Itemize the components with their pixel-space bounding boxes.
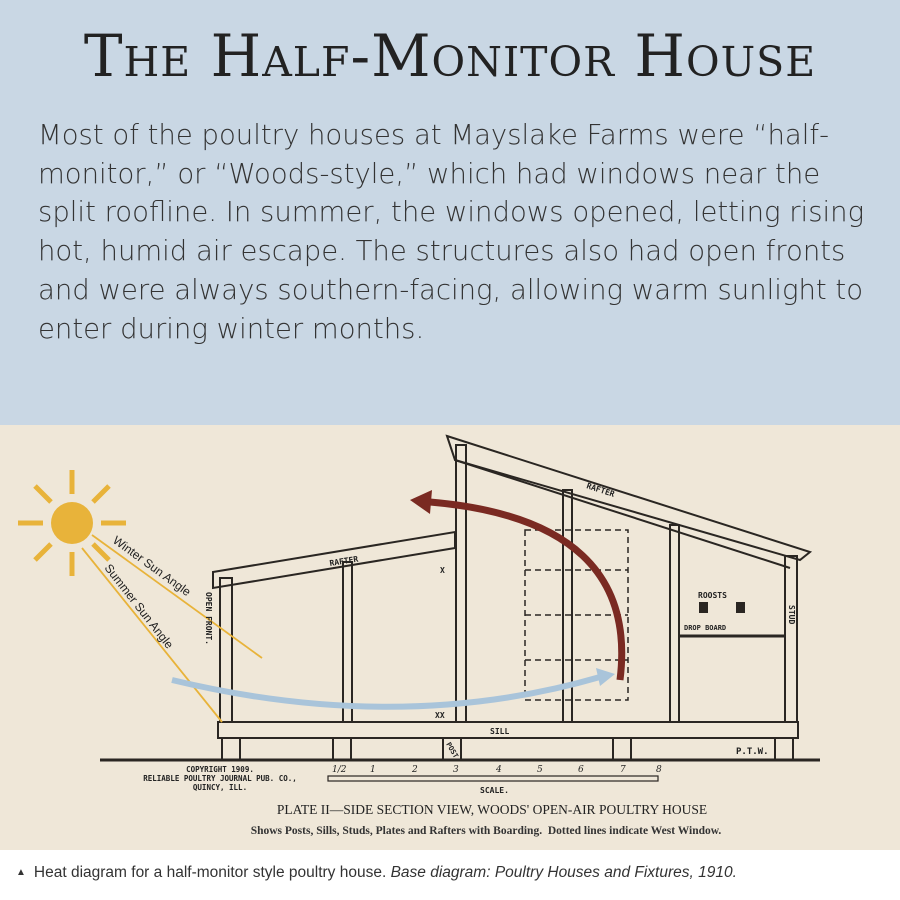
figure-caption: ▲ Heat diagram for a half-monitor style p…: [16, 864, 737, 882]
cool-air-arrow: [171, 674, 601, 710]
sill-label: SILL: [490, 727, 509, 736]
scale-tick-label: 4: [495, 765, 502, 775]
scale-tick-label: 5: [537, 765, 543, 775]
post-label: POST: [444, 741, 459, 760]
roosts-label: ROOSTS: [698, 591, 727, 600]
scale-tick-label: 2: [411, 765, 418, 775]
scale-tick-label: 7: [620, 765, 626, 775]
plate-subtitle: Shows Posts, Sills, Studs, Plates and Ra…: [251, 825, 722, 837]
scale-tick-label: 1: [370, 765, 376, 775]
hot-air-arrow: [429, 498, 626, 681]
low-rafter: [212, 530, 456, 590]
front-post: [219, 577, 233, 723]
scale-tick-label: 3: [453, 765, 459, 775]
copyright-line: RELIABLE POULTRY JOURNAL PUB. CO.,: [143, 774, 297, 783]
poultry-house-diagram: Winter Sun Angle Summer Sun Angle RAFTER…: [0, 425, 900, 850]
caption-text: Heat diagram for a half-monitor style po…: [33, 864, 391, 881]
rafter-label: RAFTER: [329, 555, 359, 568]
piers: [221, 737, 794, 761]
stud: [562, 489, 573, 723]
scale-tick-label: 8: [656, 765, 662, 775]
high-rafter: [445, 434, 813, 562]
stud: [342, 561, 353, 723]
header-panel: The Half-Monitor House Most of the poult…: [0, 0, 900, 425]
page-title: The Half-Monitor House: [83, 22, 817, 90]
xx-mark: XX: [435, 711, 445, 720]
copyright-line: QUINCY, ILL.: [193, 783, 247, 792]
x-mark: X: [440, 566, 445, 575]
scale-tick-label: 6: [578, 765, 584, 775]
rafter-label: RAFTER: [585, 481, 615, 499]
rear-post: [784, 555, 798, 723]
winter-sun-line: [91, 534, 263, 659]
stud-label: STUD: [787, 605, 796, 624]
copyright-line: COPYRIGHT 1909.: [186, 765, 254, 774]
stud: [669, 524, 680, 723]
triangle-up-icon: ▲: [16, 867, 26, 878]
plate-title: PLATE II—SIDE SECTION VIEW, WOODS' OPEN-…: [277, 802, 707, 817]
scale-tick-label: 1/2: [332, 765, 347, 775]
sun-icon: [18, 470, 126, 576]
scale-label: SCALE.: [480, 786, 509, 795]
open-front-label: OPEN FRONT.: [204, 592, 213, 645]
scale-bar: [327, 775, 659, 782]
caption-source: Base diagram: Poultry Houses and Fixture…: [390, 864, 737, 881]
summer-sun-line: [81, 547, 223, 723]
drop-board-label: DROP BOARD: [684, 624, 726, 632]
sill: [217, 721, 799, 739]
intro-paragraph: Most of the poultry houses at Mayslake F…: [38, 119, 865, 345]
initials: P.T.W.: [736, 747, 769, 757]
center-post: [455, 444, 467, 723]
